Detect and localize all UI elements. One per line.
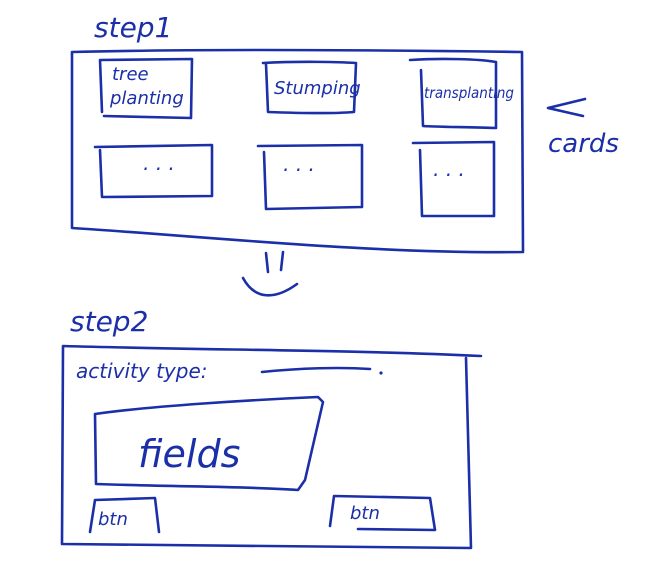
- card-placeholder-dots: · · ·: [432, 163, 464, 187]
- card-placeholder-border: [411, 140, 496, 218]
- fields-area[interactable]: fields: [93, 395, 325, 492]
- card-transplanting[interactable]: transplanting: [408, 57, 514, 130]
- cards-annotation: cards: [546, 97, 619, 159]
- step2-panel-border: [60, 344, 483, 550]
- right-button[interactable]: btn: [328, 494, 437, 532]
- step1-title: step1: [94, 11, 172, 44]
- card-placeholder-2[interactable]: · · ·: [256, 143, 364, 211]
- left-button-border: [88, 496, 161, 534]
- cards-annotation-label: cards: [548, 129, 619, 159]
- right-button-border: [328, 494, 437, 532]
- activity-type-label: activity type:: [76, 359, 208, 383]
- fields-area-border: [93, 395, 325, 492]
- card-tree-planting-border: [98, 57, 194, 120]
- step1-panel: [70, 48, 525, 254]
- step2-title: step2: [70, 305, 148, 338]
- step1-panel-border: [70, 48, 525, 254]
- card-placeholder-border: [256, 143, 364, 211]
- card-stumping[interactable]: Stumping: [261, 60, 361, 115]
- card-tree-planting[interactable]: tree planting: [98, 57, 194, 120]
- down-arrow-icon: [241, 250, 299, 297]
- activity-type-dot: [379, 371, 383, 375]
- activity-type-line: [260, 366, 372, 374]
- arrow-left-icon: [546, 97, 587, 118]
- card-label-line1: Stumping: [274, 78, 361, 99]
- right-button-label: btn: [350, 503, 380, 524]
- card-label-line1: tree: [112, 64, 149, 85]
- left-button[interactable]: btn: [88, 496, 161, 534]
- card-stumping-border: [261, 60, 358, 115]
- card-label-line2: planting: [109, 88, 184, 109]
- card-placeholder-dots: · · ·: [282, 158, 314, 182]
- left-button-label: btn: [98, 509, 128, 530]
- fields-label: fields: [138, 432, 240, 476]
- activity-type-dropdown[interactable]: [260, 366, 383, 375]
- card-placeholder-3[interactable]: · · ·: [411, 140, 496, 218]
- card-label-line1: transplanting: [424, 84, 514, 102]
- card-placeholder-dots: · · ·: [142, 157, 174, 181]
- card-transplanting-border: [408, 57, 498, 130]
- step2-panel: [60, 344, 483, 550]
- card-placeholder-border: [93, 143, 214, 199]
- card-placeholder-1[interactable]: · · ·: [93, 143, 214, 199]
